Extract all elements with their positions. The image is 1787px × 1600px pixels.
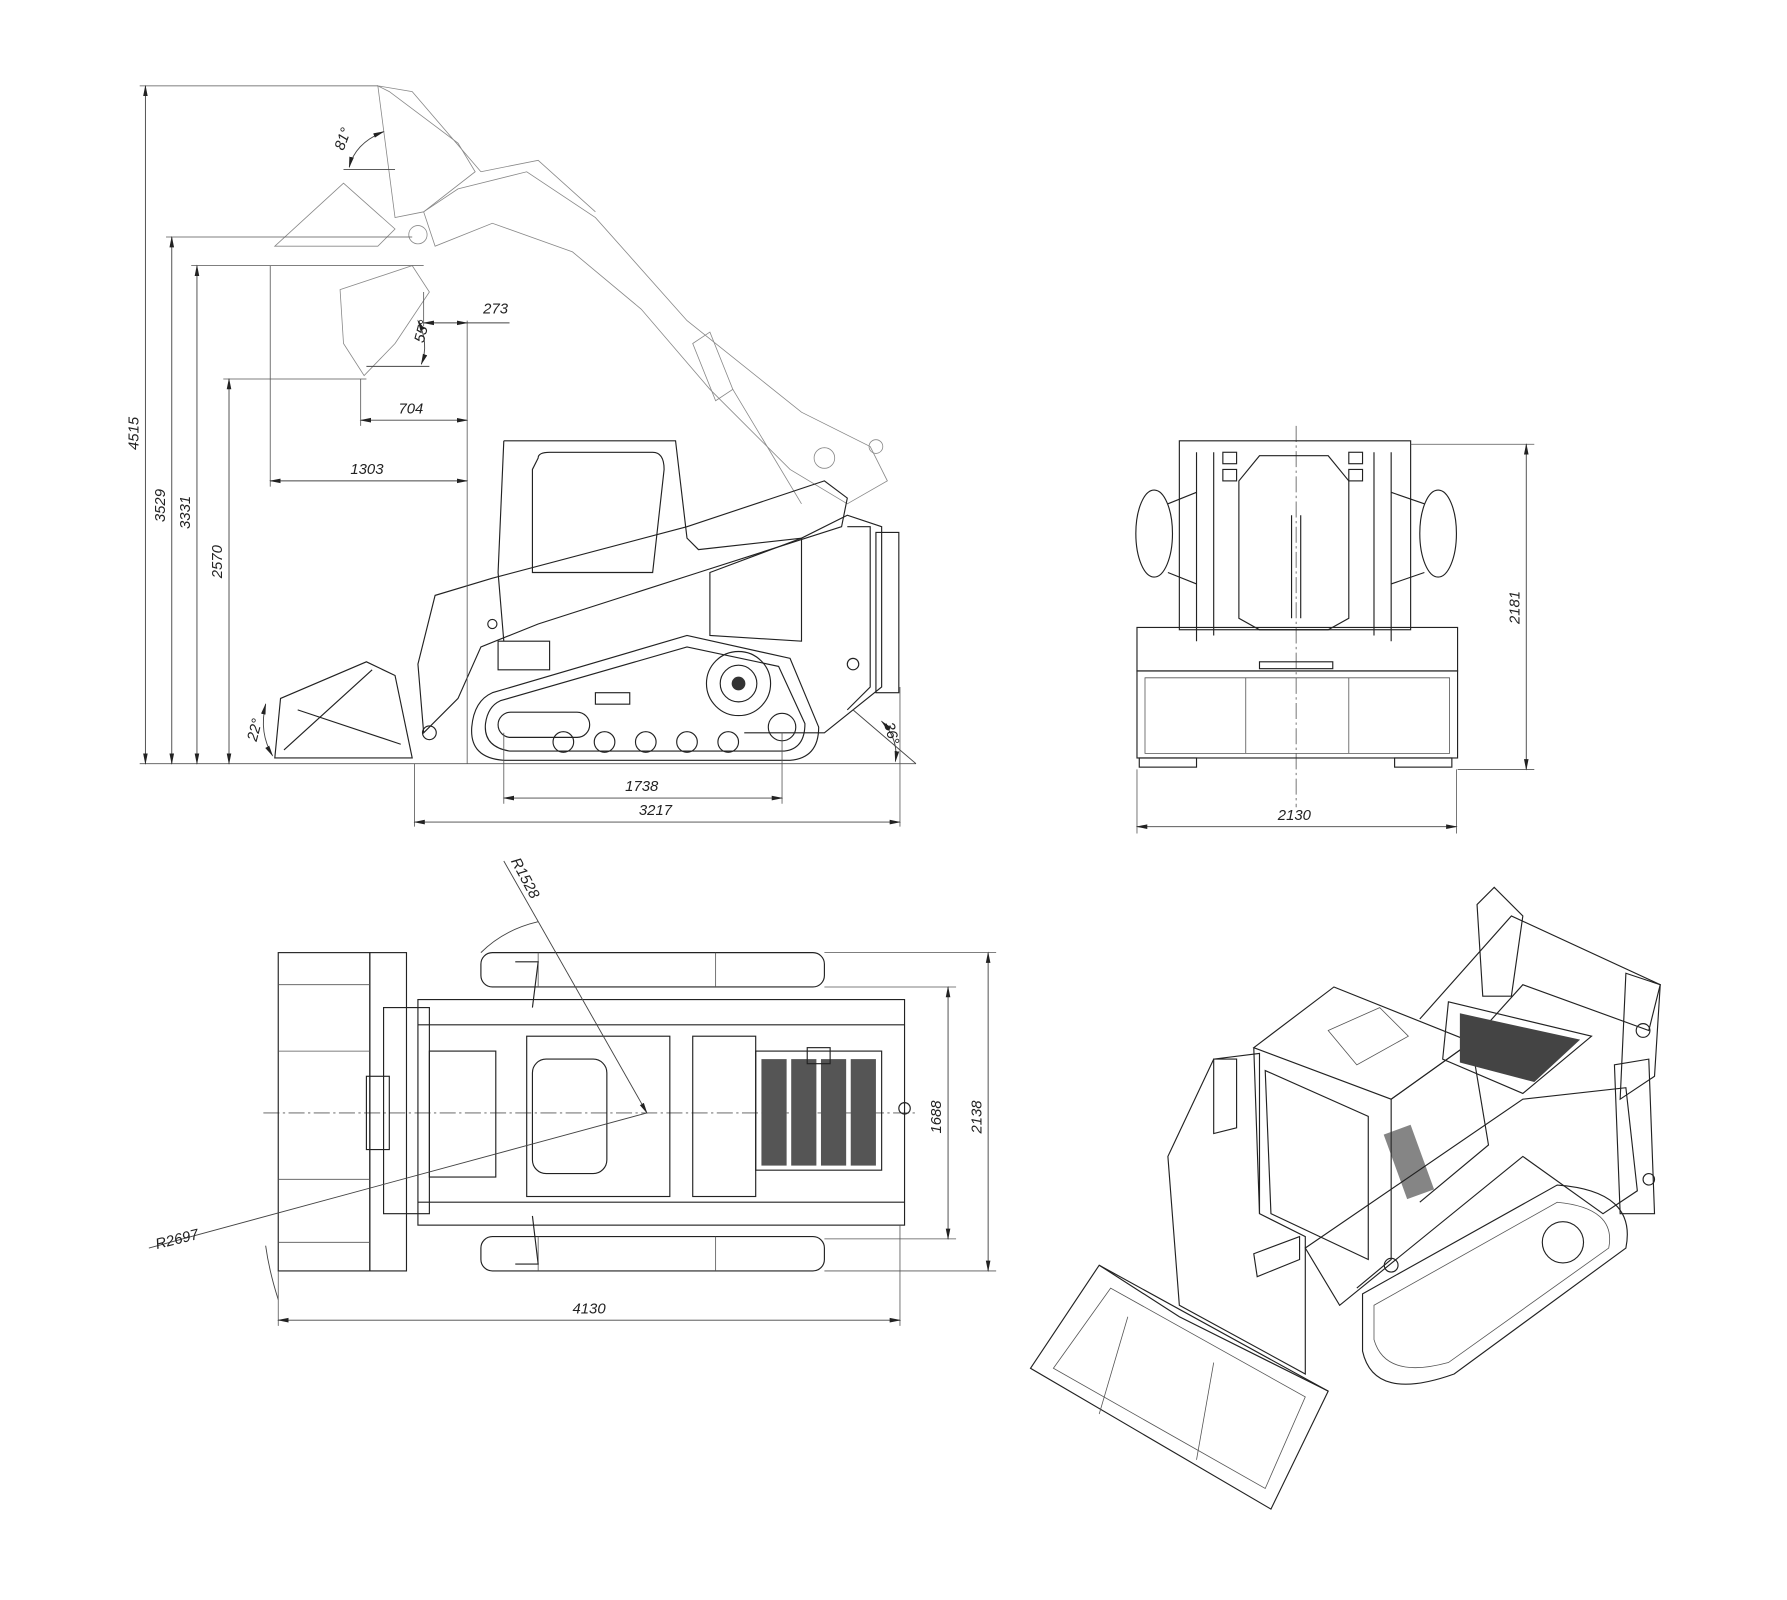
dim-1738: 1738 <box>625 779 659 795</box>
dim-2138: 2138 <box>969 1100 985 1135</box>
dim-3529: 3529 <box>153 489 169 522</box>
dim-2181: 2181 <box>1507 591 1523 625</box>
dim-273: 273 <box>482 302 509 318</box>
top-view: R1528 R2697 1688 2138 4130 <box>148 855 997 1326</box>
dim-4130: 4130 <box>573 1301 607 1317</box>
machine-side-body <box>274 440 900 761</box>
angle-81: 81° <box>332 126 355 153</box>
dim-4515: 4515 <box>127 416 143 450</box>
angle-36: 36° <box>880 721 901 747</box>
radius-r2697: R2697 <box>154 1227 201 1253</box>
dim-3217: 3217 <box>639 803 673 819</box>
dim-704: 704 <box>398 401 423 417</box>
front-view: 2181 2130 <box>1135 425 1535 834</box>
dim-2570: 2570 <box>210 544 226 579</box>
side-view: 4515 3529 3331 2570 273 704 1303 1738 32… <box>127 84 917 827</box>
dim-3331: 3331 <box>178 496 194 529</box>
rear-radiator-grille <box>1459 1013 1581 1083</box>
isometric-view <box>1029 886 1661 1510</box>
dim-1688: 1688 <box>929 1100 945 1134</box>
dim-2130: 2130 <box>1277 808 1312 824</box>
radius-r1528: R1528 <box>507 855 542 902</box>
angle-22: 22° <box>245 717 267 744</box>
engine-grille <box>761 1059 876 1166</box>
angle-55: 55° <box>412 319 433 345</box>
dim-1303: 1303 <box>350 462 384 478</box>
